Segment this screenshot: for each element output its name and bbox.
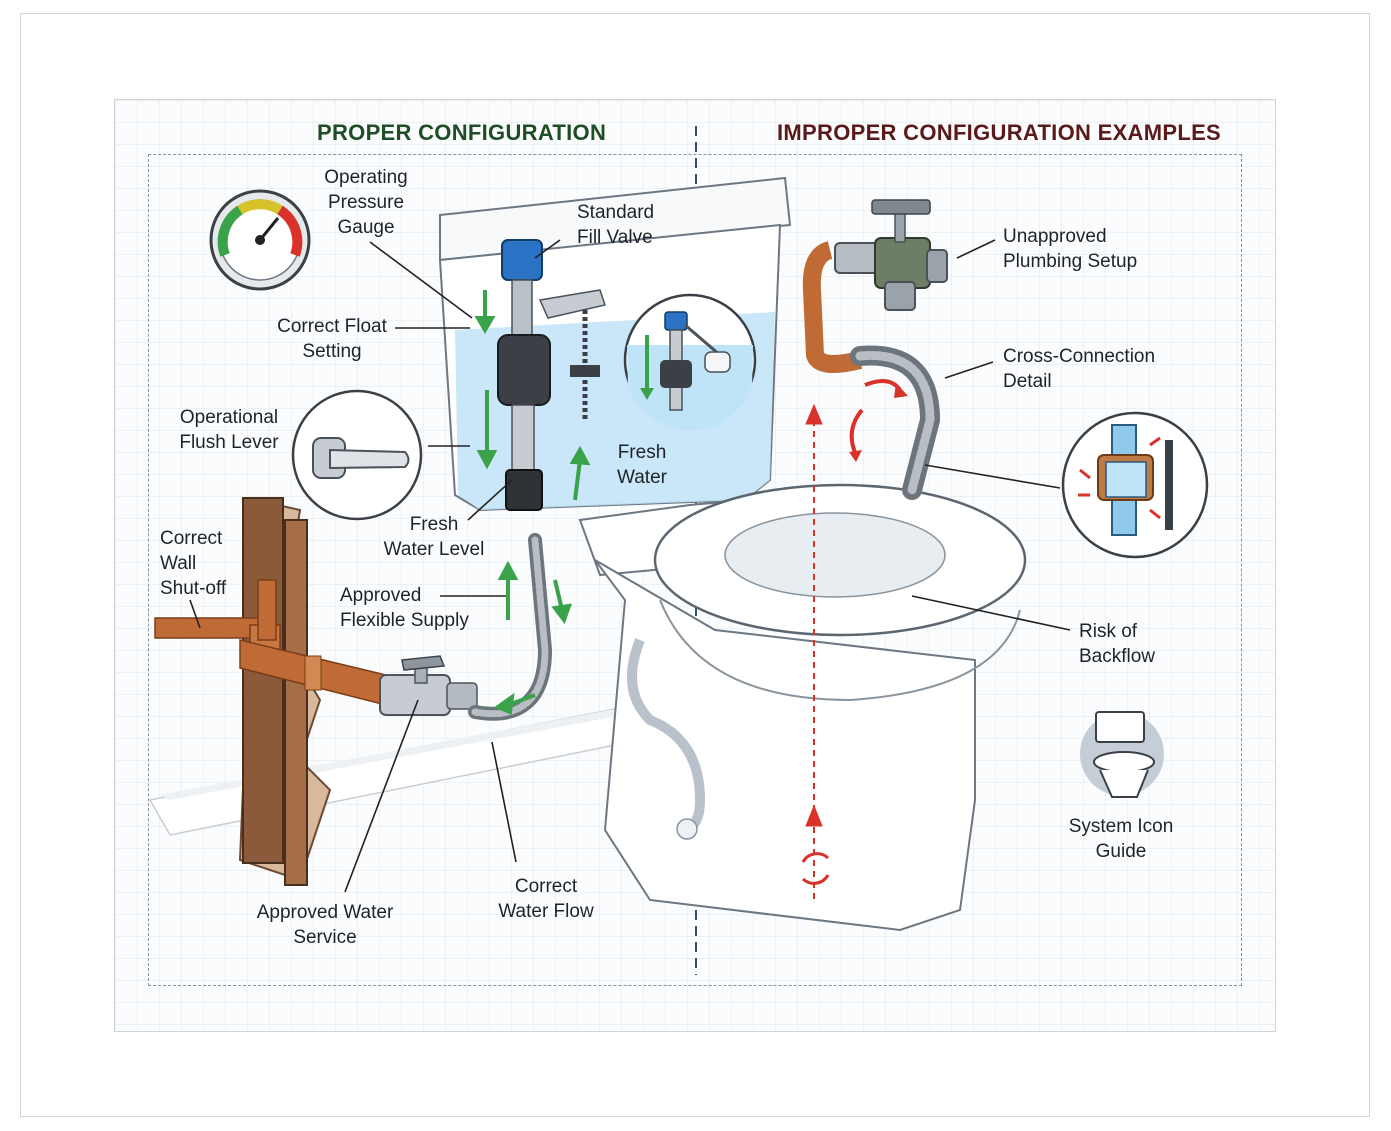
float-detail-icon [623, 293, 757, 431]
toilet-bowl [578, 483, 1027, 932]
leader-lines [189, 239, 1071, 893]
pressure-gauge-icon [209, 189, 311, 291]
flush-lever-detail-icon [291, 389, 423, 521]
fresh-water-flow-arrows [474, 290, 591, 715]
wall-opening [238, 497, 332, 886]
unapproved-plumbing-setup [802, 199, 948, 500]
wall-stud-left [242, 497, 284, 864]
cross-connection-detail-icon [1061, 411, 1209, 559]
fill-valve-assembly [497, 239, 606, 511]
title-proper-configuration: PROPER CONFIGURATION [317, 120, 607, 145]
copper-supply-pipe [154, 579, 391, 707]
baseboard [148, 707, 641, 836]
backflow-arrows [801, 403, 830, 900]
system-icon-guide-icon [1080, 711, 1164, 798]
diagram-dashed-border [148, 154, 1242, 986]
wall-stud-right [284, 519, 308, 886]
title-improper-configuration: IMPROPER CONFIGURATION EXAMPLES [777, 120, 1222, 145]
outer-frame [20, 13, 1370, 1117]
shutoff-valve [379, 655, 478, 716]
